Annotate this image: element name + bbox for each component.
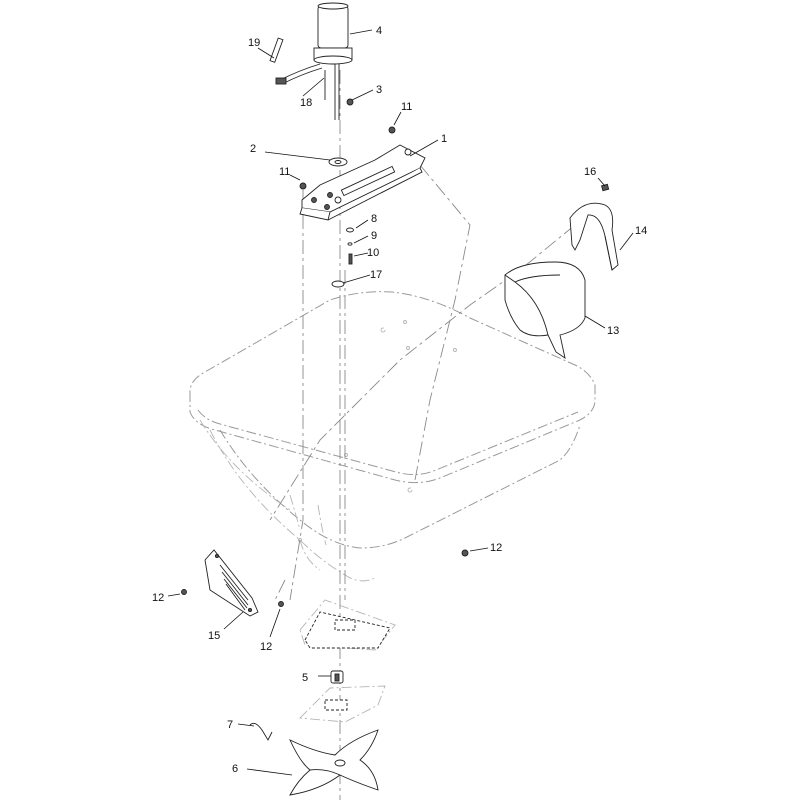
hopper-phantom <box>189 291 596 582</box>
callout-15: 15 <box>208 630 220 642</box>
gearbox-plate <box>299 599 396 651</box>
bracket-14 <box>569 183 619 271</box>
callout-2: 2 <box>250 143 256 155</box>
spinner-6 <box>289 729 379 796</box>
assembly-centerlines <box>269 70 576 800</box>
callout-1: 1 <box>441 133 447 145</box>
callout-19: 19 <box>248 37 260 49</box>
callout-3: 3 <box>376 84 382 96</box>
callout-6: 6 <box>232 763 238 775</box>
mounting-plate <box>299 144 426 221</box>
callout-12-left: 12 <box>152 592 164 604</box>
callout-14: 14 <box>635 225 647 237</box>
callout-5: 5 <box>302 672 308 684</box>
callout-17: 17 <box>370 269 382 281</box>
wire-harness <box>269 37 326 100</box>
callout-10: 10 <box>367 247 379 259</box>
callout-4: 4 <box>376 25 382 37</box>
callout-8: 8 <box>371 213 377 225</box>
clip-7 <box>249 722 273 741</box>
callout-12-right: 12 <box>490 542 502 554</box>
nut-12 <box>181 549 469 607</box>
lower-plate <box>299 685 386 723</box>
callout-16: 16 <box>584 166 596 178</box>
callout-18: 18 <box>300 97 312 109</box>
leader-lines <box>167 29 634 776</box>
callout-11-upper: 11 <box>401 101 412 113</box>
callout-7: 7 <box>227 719 233 731</box>
washer-2 <box>328 157 348 167</box>
hardware-stack <box>331 227 354 288</box>
motor <box>313 2 353 120</box>
deflector-13 <box>504 261 586 359</box>
callout-labels: 1 2 3 4 5 6 7 8 9 10 11 11 12 12 12 13 1… <box>152 25 647 775</box>
callout-11-left: 11 <box>279 166 290 178</box>
grate-15 <box>204 549 259 617</box>
callout-13: 13 <box>607 325 619 337</box>
callout-12-lower: 12 <box>260 641 272 653</box>
callout-9: 9 <box>371 230 377 242</box>
bolt-3 <box>346 98 354 106</box>
nut-11 <box>299 126 396 190</box>
coupler-5 <box>330 670 344 684</box>
